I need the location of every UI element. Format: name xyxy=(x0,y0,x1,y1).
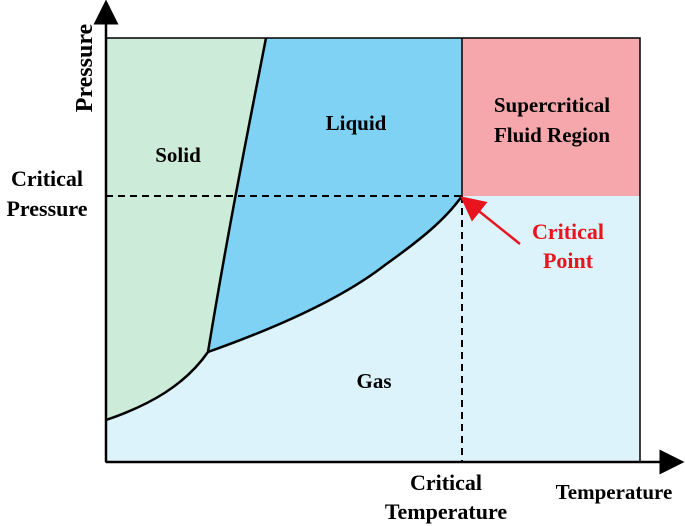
vaporization-curve xyxy=(207,195,464,354)
y-axis-label: Pressure xyxy=(72,23,98,112)
critical-point-label-line2: Point xyxy=(543,248,594,273)
critical-point-arrow xyxy=(460,196,521,245)
critical-temperature-label-line1: Critical xyxy=(410,470,482,495)
supercritical-label-line1: Supercritical xyxy=(494,93,610,117)
critical-temperature-label-line2: Temperature xyxy=(385,499,507,524)
critical-pressure-label-line1: Critical xyxy=(11,166,83,191)
sublimation-curve xyxy=(105,351,210,422)
gas-region xyxy=(106,196,640,462)
liquid-label: Liquid xyxy=(326,111,387,135)
critical-pressure-label-line2: Pressure xyxy=(6,196,87,221)
x-axis-label: Temperature xyxy=(556,480,673,504)
gas-label: Gas xyxy=(356,369,391,393)
solid-label: Solid xyxy=(155,143,201,167)
critical-point-label-line1: Critical xyxy=(532,219,604,244)
solid-region xyxy=(106,38,266,420)
melting-curve xyxy=(206,37,268,353)
supercritical-label-line2: Fluid Region xyxy=(494,123,610,147)
supercritical-region xyxy=(462,38,640,196)
